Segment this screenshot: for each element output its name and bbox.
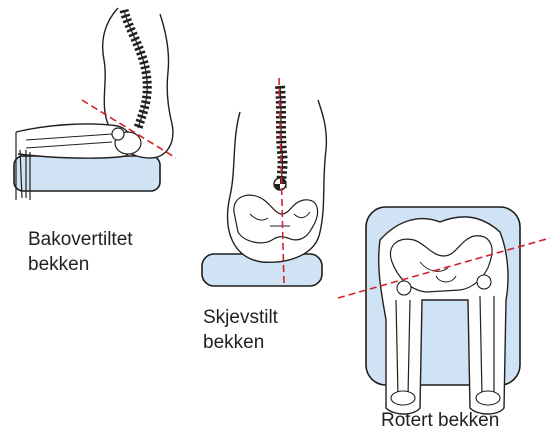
hip-joint-left — [397, 281, 411, 295]
caption-posterior-tilt-line2: bekken — [28, 253, 89, 276]
posterior-tilt-figure — [14, 8, 176, 200]
knee-left — [391, 391, 415, 405]
caption-oblique-line1: Skjevstilt — [203, 306, 278, 329]
caption-rotated: Rotert bekken — [381, 409, 499, 432]
hip-joint — [112, 128, 124, 140]
rotated-figure — [338, 207, 550, 414]
caption-posterior-tilt-line1: Bakovertiltet — [28, 228, 133, 251]
hip-joint-right — [477, 275, 491, 289]
oblique-figure — [202, 78, 326, 286]
caption-oblique-line2: bekken — [203, 331, 264, 354]
seat-cushion — [14, 156, 160, 191]
knee-right — [476, 391, 500, 405]
